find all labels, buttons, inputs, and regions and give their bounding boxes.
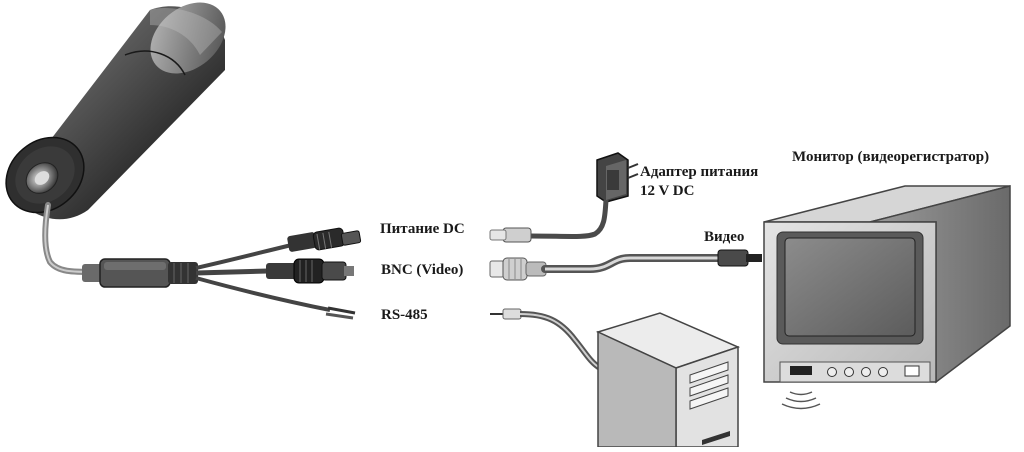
dc-female-connector-icon [287, 227, 362, 252]
rs485-cable [490, 308, 602, 371]
rs485-wire-ends-icon [325, 306, 356, 320]
adapter-label: Адаптер питания 12 V DC [640, 163, 758, 201]
adapter-label-line1: Адаптер питания [640, 164, 759, 180]
monitor-label: Монитор (видеорегистратор) [792, 149, 990, 165]
rs485-label: RS-485 [381, 307, 428, 323]
bullet-camera-icon [5, 2, 226, 220]
rs485-breakout-cable [195, 276, 331, 312]
video-label: Видео [704, 229, 745, 245]
bnc-connector-icon [266, 258, 354, 284]
video-cable [489, 249, 762, 281]
adapter-label-line2: 12 V DC [640, 182, 695, 199]
crt-monitor-icon [763, 185, 1011, 384]
bnc-breakout-cable [195, 268, 269, 276]
power-dc-label: Питание DC [380, 221, 465, 237]
power-adapter-icon [489, 152, 639, 243]
desktop-tower-icon [595, 312, 741, 448]
camera-cable-highlight [44, 204, 96, 273]
cable-junction-box [82, 258, 198, 288]
wireless-signal-icon [781, 391, 821, 410]
bnc-video-label: BNC (Video) [381, 262, 464, 278]
